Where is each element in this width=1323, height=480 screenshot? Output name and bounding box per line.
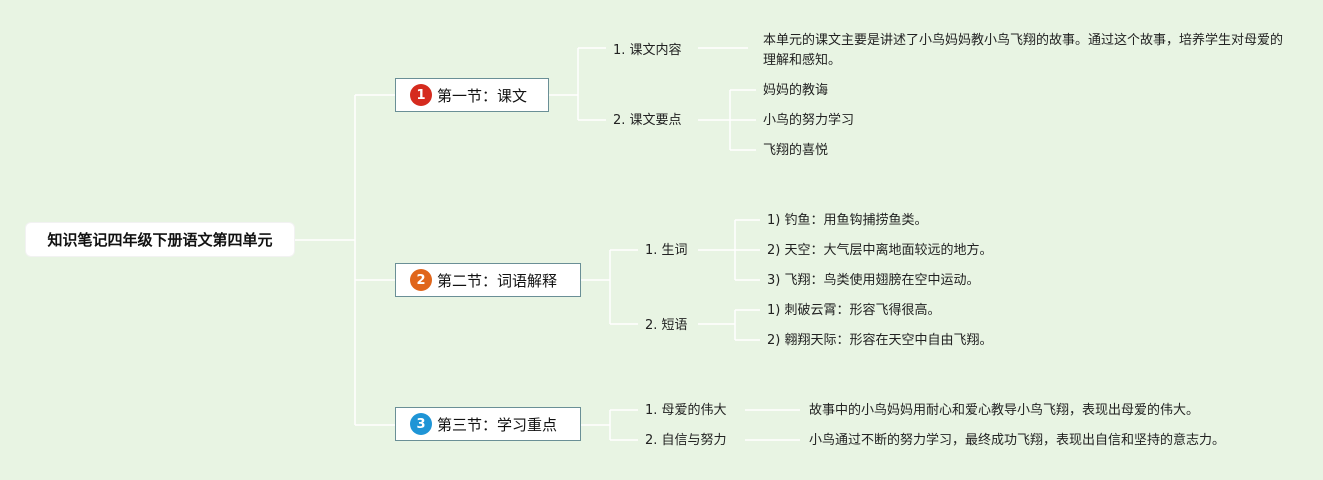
topic-detail: 2) 翱翔天际：形容在天空中自由飞翔。	[767, 333, 993, 348]
section-node-2[interactable]: 2 第二节：词语解释	[395, 263, 581, 297]
topic-label[interactable]: 1. 母爱的伟大	[645, 403, 727, 418]
topic-detail: 妈妈的教诲	[763, 83, 829, 98]
topic-detail: 本单元的课文主要是讲述了小鸟妈妈教小鸟飞翔的故事。通过这个故事，培养学生对母爱的…	[763, 33, 1284, 68]
root-title: 知识笔记四年级下册语文第四单元	[47, 231, 273, 249]
number-badge-icon: 2	[410, 269, 432, 291]
number-badge-icon: 1	[410, 84, 432, 106]
topic-detail: 小鸟通过不断的努力学习，最终成功飞翔，表现出自信和坚持的意志力。	[809, 433, 1226, 448]
section-title: 第三节：学习重点	[437, 415, 558, 434]
root-node[interactable]: 知识笔记四年级下册语文第四单元	[26, 223, 294, 256]
section-node-3[interactable]: 3 第三节：学习重点	[395, 407, 581, 441]
topic-detail: 飞翔的喜悦	[763, 143, 829, 158]
section-title: 第二节：词语解释	[437, 271, 558, 290]
topic-label[interactable]: 1. 生词	[645, 243, 688, 258]
topic-detail: 3) 飞翔：鸟类使用翅膀在空中运动。	[767, 273, 980, 288]
topic-detail: 小鸟的努力学习	[763, 113, 855, 128]
topic-detail: 2) 天空：大气层中离地面较远的地方。	[767, 243, 993, 258]
topic-label[interactable]: 2. 课文要点	[613, 113, 682, 128]
topic-detail: 故事中的小鸟妈妈用耐心和爱心教导小鸟飞翔，表现出母爱的伟大。	[809, 403, 1200, 418]
section-title: 第一节：课文	[437, 86, 528, 105]
topic-label[interactable]: 1. 课文内容	[613, 43, 682, 58]
topic-detail: 1) 刺破云霄：形容飞得很高。	[767, 303, 941, 318]
topic-label[interactable]: 2. 自信与努力	[645, 433, 727, 448]
topic-detail: 1) 钓鱼：用鱼钩捕捞鱼类。	[767, 213, 928, 228]
section-node-1[interactable]: 1 第一节：课文	[395, 78, 549, 112]
number-badge-icon: 3	[410, 413, 432, 435]
topic-label[interactable]: 2. 短语	[645, 318, 688, 333]
